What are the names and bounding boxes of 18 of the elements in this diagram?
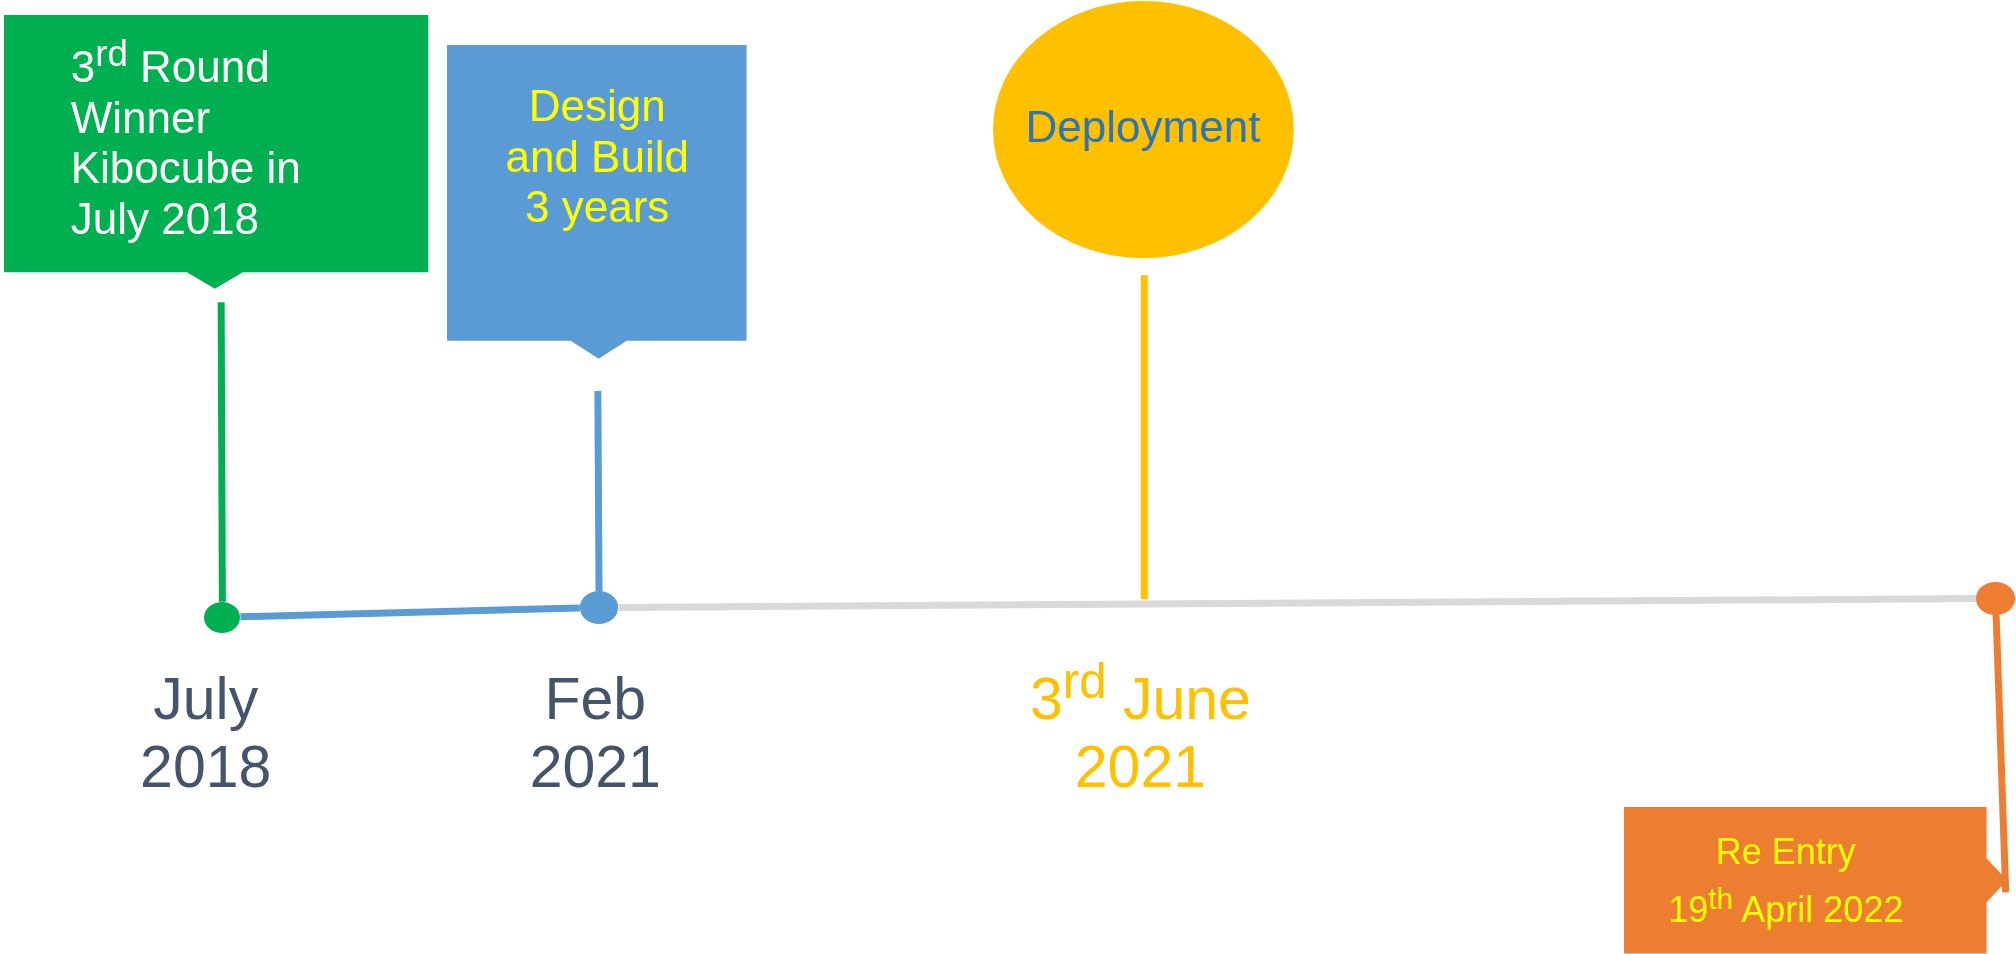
timeline-dot <box>204 601 241 633</box>
timeline-line <box>618 595 1977 611</box>
timeline-dot <box>1976 582 2015 615</box>
callout-text: Re Entry <box>1714 830 1857 872</box>
callout-box <box>3 15 429 290</box>
connector-line <box>594 390 603 592</box>
callout-text: 3$^{rd}$ Round Winner Kibocube in July 2018 <box>70 33 302 245</box>
callout-box <box>447 45 747 359</box>
date-label: July 2018 <box>139 666 273 802</box>
ellipse-node <box>992 1 1294 259</box>
connector-line <box>1992 614 2010 893</box>
timeline-line <box>240 604 580 621</box>
date-label: Feb 2021 <box>528 666 662 802</box>
callout-text: Design and Build 3 years <box>504 81 690 233</box>
callout-text: 19$^{th}$ April 2022 <box>1667 882 1905 931</box>
date-label: 3$^{rd}$ June 2021 <box>1028 653 1252 802</box>
timeline-dot <box>579 591 619 624</box>
callout-text: Deployment <box>1024 101 1262 153</box>
